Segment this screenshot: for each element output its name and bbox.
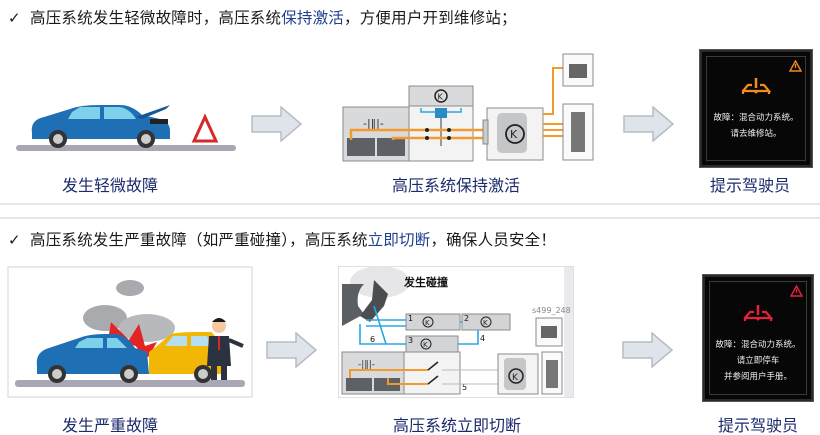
svg-text:-|‖|-: -|‖|- [363, 117, 384, 130]
person-figure [207, 318, 244, 380]
caption-hv-active: 高压系统保持激活 [392, 176, 521, 195]
hv-cable [349, 369, 428, 385]
arrow-right-icon [251, 106, 303, 142]
heading-severe-fault: ✓ 高压系统发生严重故障（如严重碰撞），高压系统立即切断，确保人员安全！ [8, 228, 556, 250]
label-2: 2 [464, 314, 469, 323]
hybrid-system-fault-icon [741, 78, 772, 94]
hv-cable [391, 136, 483, 140]
heading-highlight: 保持激活 [281, 9, 345, 27]
car-windows [68, 107, 136, 119]
arrow-right-icon [622, 332, 674, 368]
caption-notify-driver: 提示驾驶员 [718, 416, 799, 435]
svg-text:K: K [438, 93, 444, 102]
road [15, 380, 245, 387]
svg-text:K: K [512, 373, 519, 383]
hv-cable [543, 67, 563, 115]
severe-fault-crash-illustration [7, 266, 253, 398]
heading-text-end: ，确保人员安全！ [430, 231, 557, 249]
caption-severe-fault: 发生严重故障 [62, 416, 159, 435]
svg-text:K: K [483, 319, 488, 327]
dashboard-line: 故障：混合动力系统。 [715, 340, 801, 350]
divider [0, 203, 820, 205]
car-body [31, 105, 170, 139]
heading-minor-fault: ✓ 高压系统发生轻微故障时，高压系统保持激活，方便用户开到维修站； [8, 6, 517, 28]
label-1: 1 [408, 314, 413, 323]
minor-fault-car-illustration [16, 105, 236, 151]
hybrid-system-fault-icon [743, 305, 774, 321]
dashboard-line: 故障：混合动力系统。 [713, 113, 799, 123]
label-6: 6 [370, 335, 375, 344]
dashboard-message: 故障：混合动力系统。 请立即停车 并参阅用户手册。 [705, 337, 811, 385]
hv-cutoff-diagram: 发生碰撞 s499_248 K K K 1 2 3 4 5 6 -|‖|- K [338, 266, 574, 398]
smoke-cloud [116, 280, 144, 296]
smoke-cloud [83, 305, 127, 331]
signal-line [359, 305, 479, 345]
divider [0, 217, 820, 219]
arrow-right-icon [623, 106, 675, 142]
label-4: 4 [480, 334, 485, 343]
heading-text: 高压系统发生严重故障（如严重碰撞），高压系统 [30, 231, 368, 249]
label-5: 5 [462, 383, 467, 392]
dashboard-warning-minor: 故障：混合动力系统。 请去维修站。 [699, 49, 813, 168]
warning-triangle-icon [790, 285, 803, 297]
svg-text:K: K [425, 319, 430, 327]
dashboard-line: 请立即停车 [736, 356, 780, 366]
control-unit-3 [405, 335, 459, 353]
road [16, 145, 236, 151]
caption-minor-fault: 发生轻微故障 [62, 176, 159, 195]
heading-text: 高压系统发生轻微故障时，高压系统 [30, 9, 282, 27]
caption-notify-driver: 提示驾驶员 [710, 176, 791, 195]
car-hood-open [136, 105, 170, 119]
caption-hv-cutoff: 高压系统立即切断 [393, 416, 522, 435]
dashboard-line: 请去维修站。 [730, 129, 782, 139]
warning-triangle-icon [789, 60, 802, 72]
dashboard-message: 故障：混合动力系统。 请去维修站。 [702, 110, 810, 142]
arrow-right-icon [266, 332, 318, 368]
dashboard-warning-severe: 故障：混合动力系统。 请立即停车 并参阅用户手册。 [702, 274, 814, 402]
hv-cable [349, 128, 483, 140]
svg-text:K: K [510, 128, 518, 141]
check-mark-icon: ✓ [8, 9, 21, 27]
heading-highlight: 立即切断 [367, 231, 431, 249]
label-3: 3 [408, 336, 413, 345]
diagram-title: 发生碰撞 [403, 275, 448, 289]
contactor-box [403, 351, 461, 395]
check-mark-icon: ✓ [8, 231, 21, 249]
diagram-ref-code: s499_248 [532, 306, 571, 315]
hv-active-diagram: -|‖|- K K [342, 53, 594, 162]
svg-text:-|‖|-: -|‖|- [358, 360, 375, 370]
svg-text:K: K [423, 341, 428, 349]
crash-bumper [342, 284, 364, 326]
warning-triangle-icon [191, 113, 219, 143]
dashboard-line: 并参阅用户手册。 [723, 372, 792, 382]
heading-text-end: ，方便用户开到维修站； [344, 9, 517, 27]
